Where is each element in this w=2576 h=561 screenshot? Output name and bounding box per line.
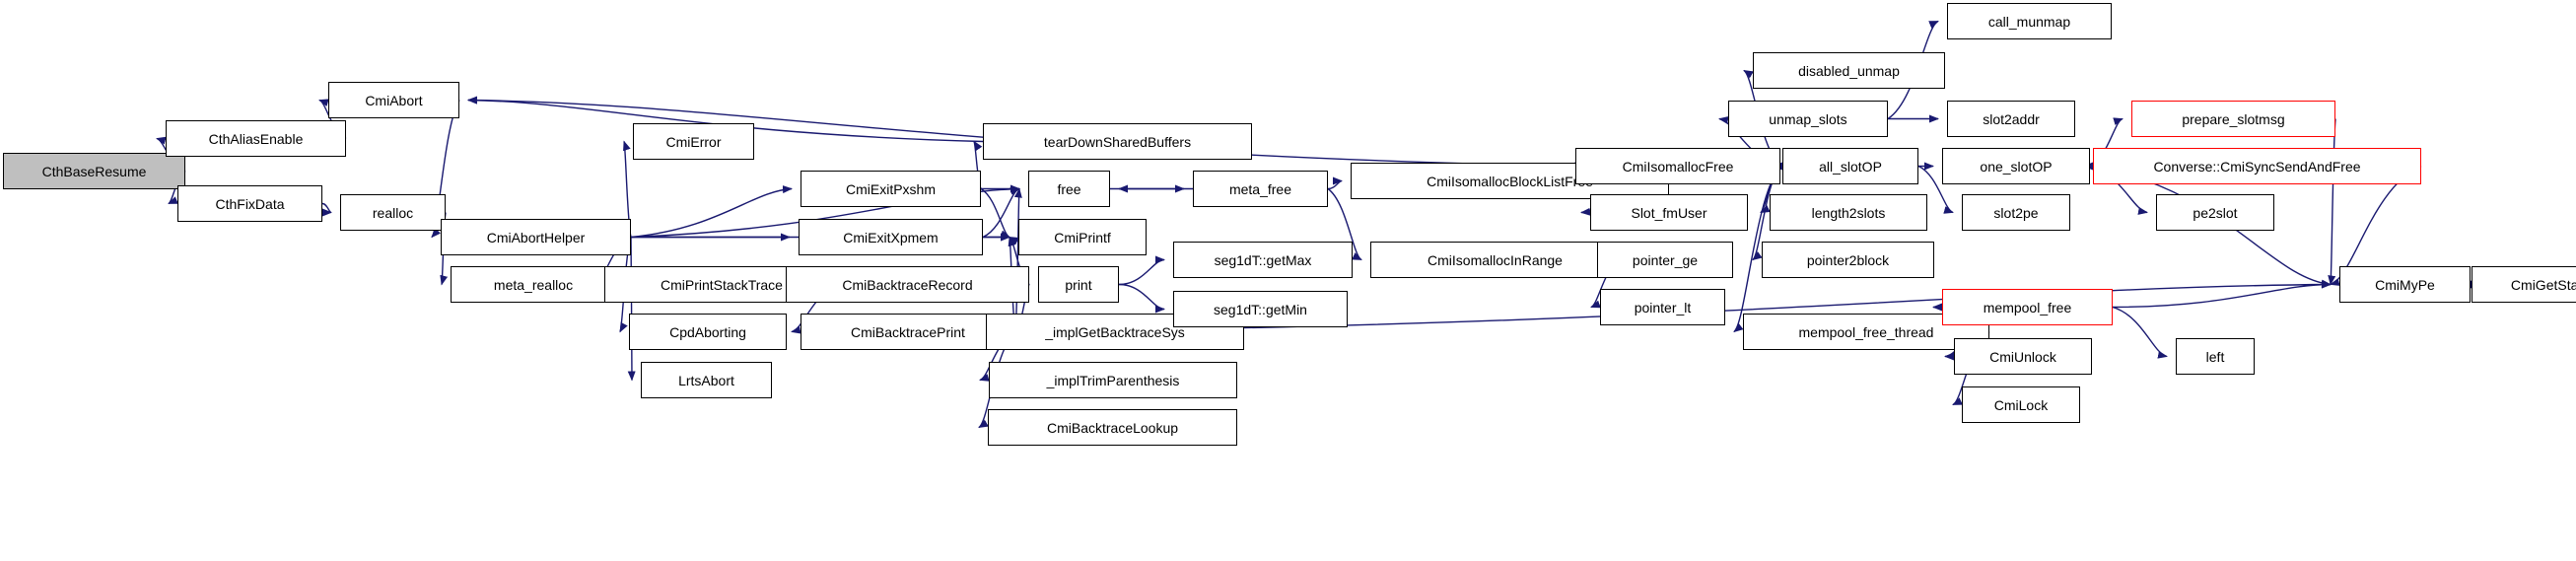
node-Slot_fmUser[interactable]: Slot_fmUser bbox=[1590, 194, 1748, 231]
node-CmiExitXpmem[interactable]: CmiExitXpmem bbox=[799, 219, 983, 255]
node-pointer2block[interactable]: pointer2block bbox=[1762, 242, 1934, 278]
node-CmiIsomallocFree[interactable]: CmiIsomallocFree bbox=[1575, 148, 1780, 184]
node-CthAliasEnable[interactable]: CthAliasEnable bbox=[166, 120, 346, 157]
edge-print-to-seg1dTgetMin bbox=[1118, 283, 1165, 314]
node-CthFixData[interactable]: CthFixData bbox=[177, 185, 322, 222]
node-realloc[interactable]: realloc bbox=[340, 194, 446, 231]
node-slot2addr[interactable]: slot2addr bbox=[1947, 101, 2075, 137]
node-ConverseCmiSyncSendAndFree[interactable]: Converse::CmiSyncSendAndFree bbox=[2093, 148, 2421, 184]
node-CmiAbort[interactable]: CmiAbort bbox=[328, 82, 459, 118]
edge-CmiAbortHelper-to-LrtsAbort bbox=[627, 237, 636, 382]
edge-mempool_free-to-left bbox=[2112, 306, 2168, 359]
node-one_slotOP[interactable]: one_slotOP bbox=[1942, 148, 2090, 184]
node-pe2slot[interactable]: pe2slot bbox=[2156, 194, 2274, 231]
edge-meta_free-to-CmiIsomallocInRange bbox=[1327, 187, 1362, 261]
edge-CthFixData-to-realloc bbox=[321, 202, 332, 217]
edge-CmiIsomallocFree-to-CmiAbort bbox=[467, 96, 1576, 168]
node-CmiUnlock[interactable]: CmiUnlock bbox=[1954, 338, 2092, 375]
node-call_munmap[interactable]: call_munmap bbox=[1947, 3, 2112, 39]
node-tearDownSharedBuffers[interactable]: tearDownSharedBuffers bbox=[983, 123, 1252, 160]
node-CmiExitPxshm[interactable]: CmiExitPxshm bbox=[801, 171, 981, 207]
node-left[interactable]: left bbox=[2176, 338, 2255, 375]
node-meta_realloc[interactable]: meta_realloc bbox=[451, 266, 616, 303]
node-CmiBacktracePrint[interactable]: CmiBacktracePrint bbox=[801, 314, 1015, 350]
node-print[interactable]: print bbox=[1038, 266, 1119, 303]
node-free[interactable]: free bbox=[1028, 171, 1110, 207]
edge-CmiAbortHelper-to-CmiExitPxshm bbox=[630, 185, 793, 239]
edge-all_slotOP-to-slot2pe bbox=[1917, 165, 1954, 214]
node-disabled_unmap[interactable]: disabled_unmap bbox=[1753, 52, 1945, 89]
node-CmiError[interactable]: CmiError bbox=[633, 123, 754, 160]
node-mempool_free[interactable]: mempool_free bbox=[1942, 289, 2113, 325]
edge-prepare_slotmsg-to-CmiMyPe bbox=[2328, 118, 2336, 286]
edge-CmiBacktracePrint-to-free bbox=[1013, 187, 1022, 332]
node-meta_free[interactable]: meta_free bbox=[1193, 171, 1328, 207]
node-CthBaseResume[interactable]: CthBaseResume bbox=[3, 153, 185, 189]
node-slot2pe[interactable]: slot2pe bbox=[1962, 194, 2070, 231]
node-CmiBacktraceRecord[interactable]: CmiBacktraceRecord bbox=[786, 266, 1029, 303]
edge-print-to-seg1dTgetMax bbox=[1118, 255, 1165, 286]
node-CpdAborting[interactable]: CpdAborting bbox=[629, 314, 787, 350]
node-LrtsAbort[interactable]: LrtsAbort bbox=[641, 362, 772, 398]
node-prepare_slotmsg[interactable]: prepare_slotmsg bbox=[2131, 101, 2335, 137]
node-pointer_ge[interactable]: pointer_ge bbox=[1597, 242, 1733, 278]
node-CmiPrintf[interactable]: CmiPrintf bbox=[1018, 219, 1147, 255]
node-CmiMyPe[interactable]: CmiMyPe bbox=[2339, 266, 2471, 303]
node-CmiGetState[interactable]: CmiGetState bbox=[2472, 266, 2576, 303]
node-CmiAbortHelper[interactable]: CmiAbortHelper bbox=[441, 219, 631, 255]
edge-mempool_free-to-CmiMyPe bbox=[2112, 280, 2332, 309]
node-seg1dTgetMin[interactable]: seg1dT::getMin bbox=[1173, 291, 1348, 327]
node-seg1dTgetMax[interactable]: seg1dT::getMax bbox=[1173, 242, 1353, 278]
node-CmiBacktraceLookup[interactable]: CmiBacktraceLookup bbox=[988, 409, 1237, 446]
node-_implTrimParenthesis[interactable]: _implTrimParenthesis bbox=[989, 362, 1237, 398]
edge-meta_free-to-CmiIsomallocBlockListFree bbox=[1327, 176, 1343, 190]
node-length2slots[interactable]: length2slots bbox=[1770, 194, 1927, 231]
node-CmiLock[interactable]: CmiLock bbox=[1962, 386, 2080, 423]
node-unmap_slots[interactable]: unmap_slots bbox=[1728, 101, 1888, 137]
node-all_slotOP[interactable]: all_slotOP bbox=[1782, 148, 1918, 184]
node-CmiIsomallocInRange[interactable]: CmiIsomallocInRange bbox=[1370, 242, 1620, 278]
node-pointer_lt[interactable]: pointer_lt bbox=[1600, 289, 1725, 325]
edge-CmiExitPxshm-to-CmiPrintf bbox=[980, 187, 1010, 239]
edge-tearDownSharedBuffers-to-CmiAbort bbox=[467, 96, 984, 143]
